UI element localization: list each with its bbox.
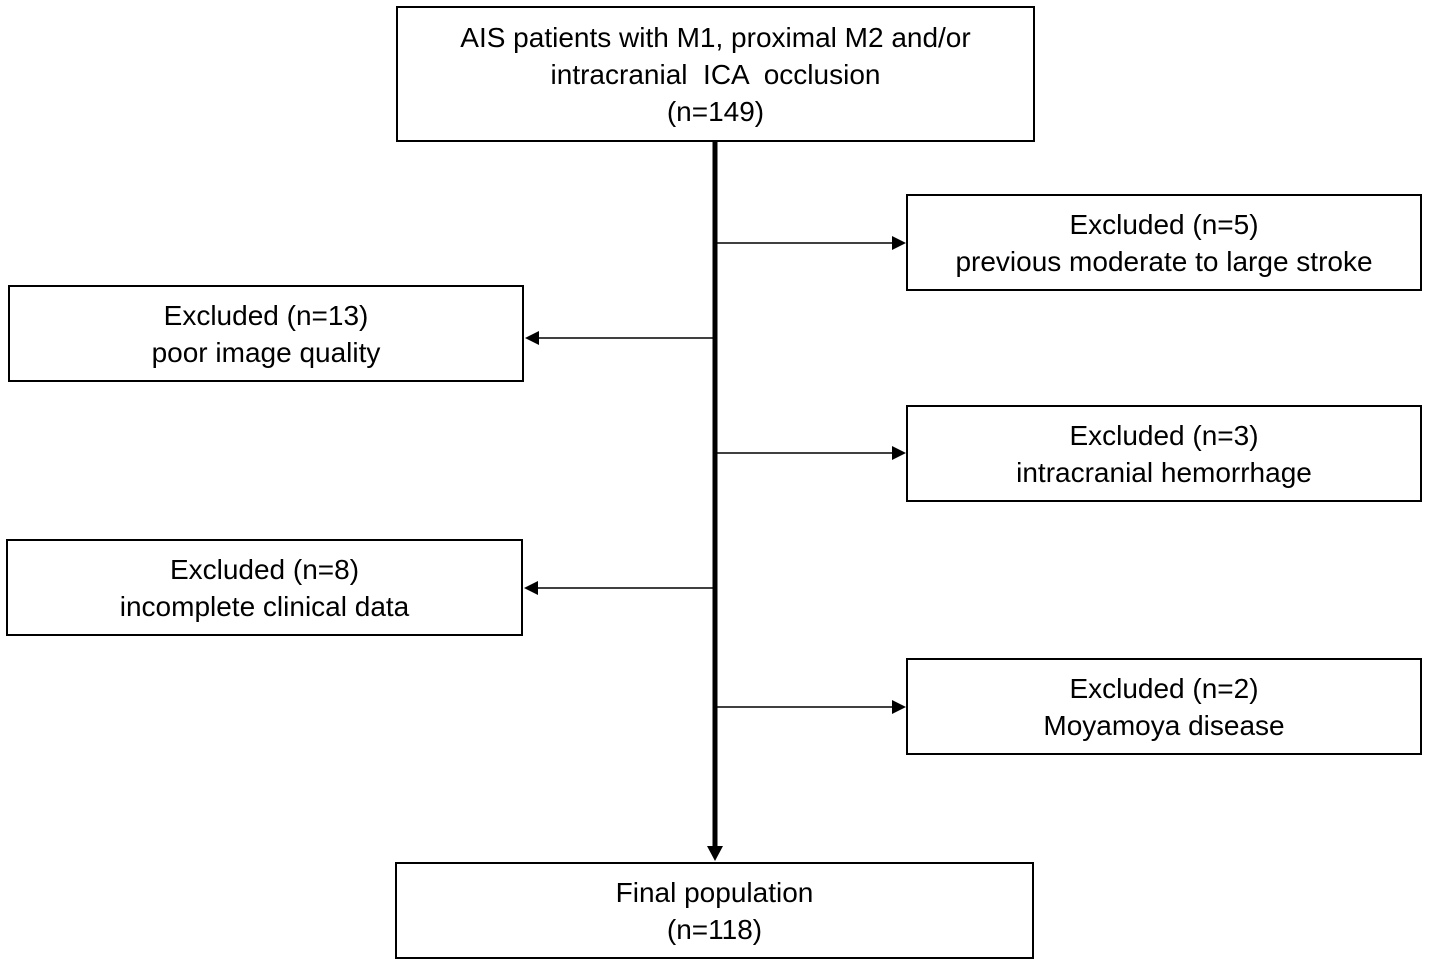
arrowhead-previous-stroke [892,236,906,250]
exclusion-reason: poor image quality [151,336,381,368]
exclusion-title: Excluded (n=3) [1069,419,1259,451]
exclusion-title: Excluded (n=5) [1069,208,1259,240]
initial-cohort-count: (n=149) [666,95,765,127]
exclusion-reason: Moyamoya disease [1043,709,1285,741]
exclusion-title: Excluded (n=2) [1069,672,1259,704]
exclusion-reason: incomplete clinical data [119,590,410,622]
exclusion-reason: intracranial hemorrhage [1016,456,1312,488]
final-population-label: Final population [615,876,814,908]
arrowhead-clinical-data [524,581,538,595]
final-population-box: Final population (n=118) [395,862,1034,959]
exclusion-title: Excluded (n=8) [169,553,360,585]
exclusion-box-poor-image: Excluded (n=13) poor image quality [8,285,524,382]
exclusion-box-clinical-data: Excluded (n=8) incomplete clinical data [6,539,523,636]
exclusion-reason: previous moderate to large stroke [955,245,1373,277]
arrowhead-moyamoya [892,700,906,714]
arrowhead-hemorrhage [892,446,906,460]
exclusion-title: Excluded (n=13) [163,299,369,331]
exclusion-box-hemorrhage: Excluded (n=3) intracranial hemorrhage [906,405,1422,502]
final-arrowhead [707,846,723,861]
initial-cohort-line-2: intracranial ICA occlusion [550,58,881,90]
exclusion-box-previous-stroke: Excluded (n=5) previous moderate to larg… [906,194,1422,291]
exclusion-box-moyamoya: Excluded (n=2) Moyamoya disease [906,658,1422,755]
arrowhead-poor-image [525,331,539,345]
final-population-count: (n=118) [666,913,763,945]
initial-cohort-line-1: AIS patients with M1, proximal M2 and/or [460,21,971,53]
initial-cohort-box: AIS patients with M1, proximal M2 and/or… [396,6,1035,142]
